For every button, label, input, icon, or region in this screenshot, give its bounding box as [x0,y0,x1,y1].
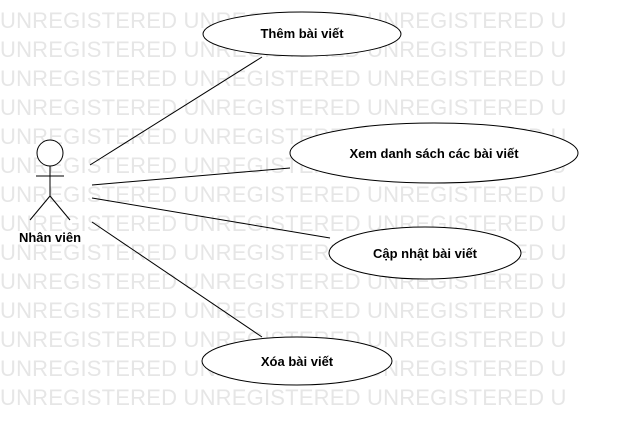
association-xoa [91,221,263,338]
association-xem [91,167,291,186]
actor[interactable]: Nhân viên [19,139,81,245]
use-case-label: Xem danh sách các bài viết [349,146,519,161]
use-case-label: Cập nhật bài viết [373,246,478,261]
use-case-ellipse [289,122,579,184]
use-case-label: Thêm bài viết [260,26,344,41]
associations [89,56,331,338]
association-capnhat [91,197,331,239]
watermark-row: UNREGISTERED UNREGISTERED UNREGISTERED U [0,66,567,91]
use-case-ellipse [201,336,393,386]
use-case-xoa[interactable]: Xóa bài viết [201,336,393,386]
association-them [89,56,263,166]
watermark-row: UNREGISTERED UNREGISTERED UNREGISTERED U [0,298,567,323]
watermark-row: UNREGISTERED UNREGISTERED UNREGISTERED U [0,385,567,410]
use-case-xem[interactable]: Xem danh sách các bài viết [289,122,579,184]
watermark-row: UNREGISTERED UNREGISTERED UNREGISTERED U [0,95,567,120]
use-case-label: Xóa bài viết [261,354,334,369]
actor-head [36,139,64,167]
use-case-ellipse [328,226,522,280]
use-case-capnhat[interactable]: Cập nhật bài viết [328,226,522,280]
actor-right-leg [49,195,71,221]
actor-label: Nhân viên [19,230,81,245]
use-case-them[interactable]: Thêm bài viết [202,11,402,57]
watermark-row: UNREGISTERED UNREGISTERED UNREGISTERED U [0,182,567,207]
use-case-ellipse [202,11,402,57]
actor-left-leg [29,195,51,221]
